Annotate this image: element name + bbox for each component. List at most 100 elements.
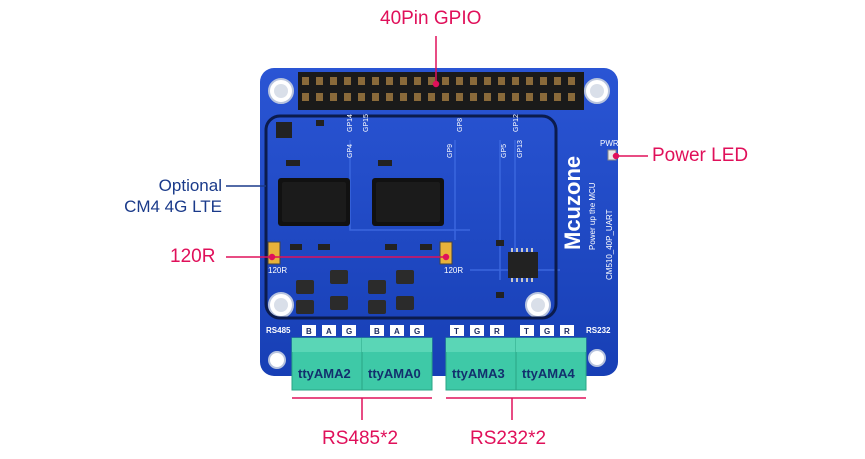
board-model: CM510_40P_UART xyxy=(605,209,614,280)
gp-label: GP5 xyxy=(501,144,508,158)
gpio-pin xyxy=(316,77,323,85)
component-small xyxy=(420,244,432,250)
pin-label-box xyxy=(540,325,554,336)
jumper-label-left: 120R xyxy=(268,266,287,275)
gpio-pin xyxy=(568,93,575,101)
gpio-pin xyxy=(358,93,365,101)
gp-label: GP4 xyxy=(347,144,354,158)
gpio-pin xyxy=(302,77,309,85)
terminal-block-top xyxy=(516,338,586,352)
gpio-pin xyxy=(372,77,379,85)
optional-lte-callout: Optional CM4 4G LTE xyxy=(104,175,222,217)
gpio-pin xyxy=(386,93,393,101)
gp-label: GP9 xyxy=(447,144,454,158)
optional-line1: Optional xyxy=(158,176,222,195)
gpio-pin xyxy=(344,77,351,85)
rs485-callout: RS485*2 xyxy=(322,428,399,449)
gp-label: GP15 xyxy=(363,114,370,132)
terminal-label: ttyAMA2 xyxy=(298,366,351,381)
gpio-pin xyxy=(330,77,337,85)
pin-label-box xyxy=(302,325,316,336)
gpio-pin xyxy=(498,77,505,85)
gpio-pin xyxy=(526,93,533,101)
gp-labels: GP4 GP14 GP15 GP8 GP9 GP12 GP5 GP13 xyxy=(347,114,524,158)
gpio-pin xyxy=(554,93,561,101)
gpio-pin xyxy=(512,77,519,85)
pin-label-box xyxy=(520,325,534,336)
pin-label: G xyxy=(474,327,480,336)
component-small xyxy=(385,244,397,250)
pin-label: G xyxy=(414,327,420,336)
gpio-pin xyxy=(386,77,393,85)
chip-surface xyxy=(282,182,346,222)
pin-label-box xyxy=(560,325,574,336)
rs232-callout: RS232*2 xyxy=(470,428,547,449)
jumper-120r-left xyxy=(267,241,281,265)
pin-label-box xyxy=(470,325,484,336)
gpio-pin xyxy=(540,77,547,85)
gpio-pin xyxy=(400,93,407,101)
tvs-diodes xyxy=(296,270,414,314)
gpio-pin xyxy=(302,93,309,101)
pin-label: A xyxy=(394,327,400,336)
port-label-rs232: RS232 xyxy=(586,326,611,335)
pin-label: A xyxy=(326,327,332,336)
terminal-block-top xyxy=(292,338,362,352)
pin-label-box xyxy=(342,325,356,336)
gpio-pin xyxy=(428,77,435,85)
terminal-block-top xyxy=(446,338,516,352)
brand-subtitle: Power up the MCU xyxy=(588,182,597,250)
ic-pins xyxy=(511,248,533,282)
gpio-pin xyxy=(344,93,351,101)
gp-label: GP8 xyxy=(457,118,464,132)
gpio-pins xyxy=(302,77,575,101)
pin-label-box xyxy=(370,325,384,336)
jumper-120r-right xyxy=(439,241,453,265)
gpio-pin xyxy=(414,77,421,85)
gpio-pin xyxy=(456,77,463,85)
gpio-pin xyxy=(540,93,547,101)
gpio-pin xyxy=(484,77,491,85)
gpio-pin xyxy=(456,93,463,101)
pin-label-box xyxy=(390,325,404,336)
gp-label: GP12 xyxy=(513,114,520,132)
pin-label: G xyxy=(544,327,550,336)
jumper-label-right: 120R xyxy=(444,266,463,275)
gpio-pin xyxy=(414,93,421,101)
gpio-pin xyxy=(358,77,365,85)
component-small xyxy=(378,160,392,166)
gpio-pin xyxy=(526,77,533,85)
gpio-pin xyxy=(554,77,561,85)
terminal-block-top xyxy=(362,338,432,352)
gpio-pin xyxy=(372,93,379,101)
pin-label: G xyxy=(346,327,352,336)
cm4-slot-outline xyxy=(264,114,558,320)
gpio-pin xyxy=(498,93,505,101)
gpio-pin xyxy=(442,93,449,101)
pin-label: B xyxy=(374,327,380,336)
port-label-rs485: RS485 xyxy=(266,326,291,335)
gpio-pin xyxy=(512,93,519,101)
mounting-holes xyxy=(268,78,610,369)
gpio-pin xyxy=(400,77,407,85)
pin-label: R xyxy=(564,327,570,336)
terminal-label: ttyAMA3 xyxy=(452,366,505,381)
callout-lines xyxy=(226,36,648,420)
pin-label: T xyxy=(524,327,529,336)
pin-label: R xyxy=(494,327,500,336)
component-small xyxy=(286,160,300,166)
gpio-pin xyxy=(428,93,435,101)
pin-label-box xyxy=(322,325,336,336)
pin-label: T xyxy=(454,327,459,336)
resistor-callout: 120R xyxy=(170,246,216,267)
gpio-pin xyxy=(470,93,477,101)
pin-label-box xyxy=(490,325,504,336)
terminal-label: ttyAMA0 xyxy=(368,366,421,381)
gpio-pin xyxy=(470,77,477,85)
pin-label-box xyxy=(450,325,464,336)
gpio-callout: 40Pin GPIO xyxy=(380,8,482,29)
pin-label-box xyxy=(410,325,424,336)
